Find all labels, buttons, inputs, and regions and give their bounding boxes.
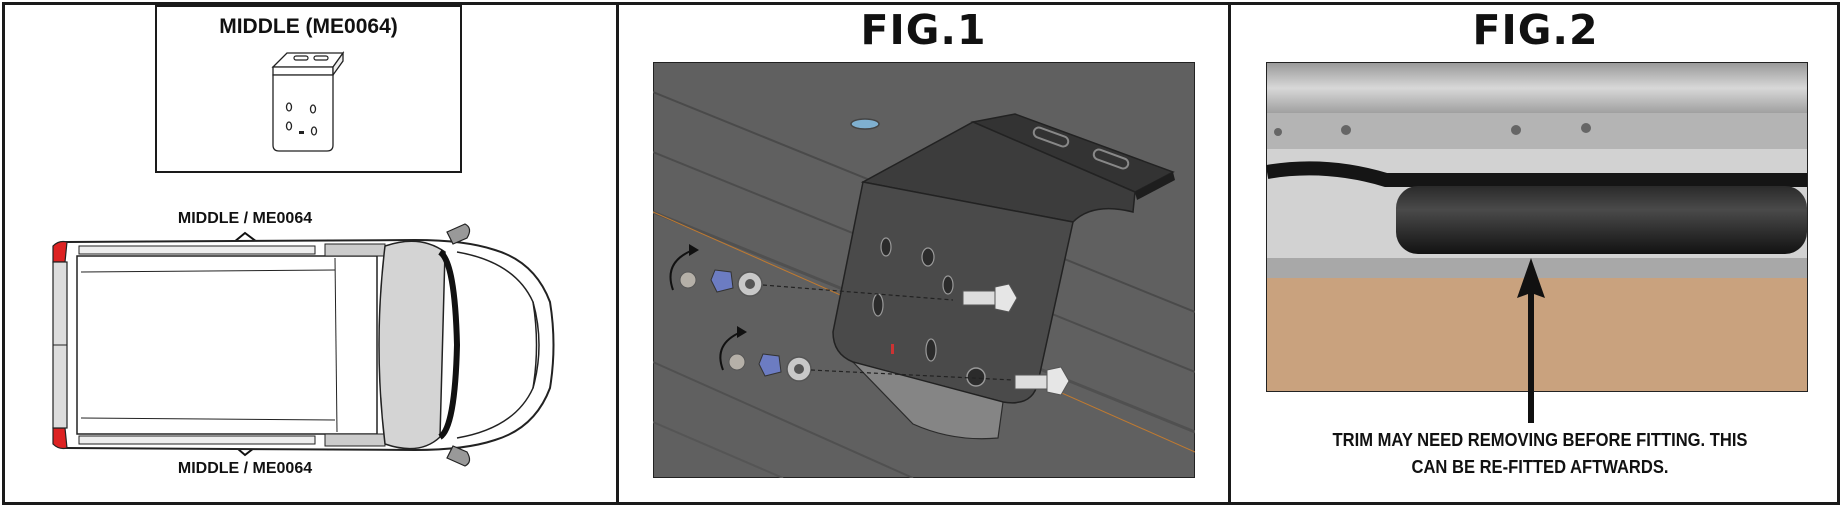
drawing-frame	[2, 2, 1840, 505]
fig1-title: FIG.1	[860, 6, 987, 54]
fig2-trim-photo	[1266, 62, 1808, 392]
part-label-title: MIDDLE (ME0064)	[219, 15, 398, 38]
callout-top-label: MIDDLE / ME0064	[177, 210, 313, 227]
panel-divider-1	[616, 2, 619, 505]
fig1-panel: FIG.1	[619, 0, 1228, 513]
part-label-box: MIDDLE (ME0064)	[155, 5, 462, 173]
bracket-thumbnail	[271, 50, 345, 152]
fig1-bracket-render	[653, 62, 1195, 478]
fig2-pointer-arrow	[1517, 258, 1545, 423]
callout-bottom-label: MIDDLE / ME0064	[177, 460, 313, 477]
fig2-note-line2: CAN BE RE-FITTED AFTWARDS.	[1411, 457, 1669, 477]
fig2-note-line1: TRIM MAY NEED REMOVING BEFORE FITTING. T…	[1332, 430, 1748, 450]
van-top-view	[52, 223, 555, 467]
fig2-title: FIG.2	[1472, 6, 1599, 54]
left-panel: MIDDLE (ME0064) MIDDLE / ME0064 MIDDLE /…	[0, 0, 616, 513]
fig2-note: TRIM MAY NEED REMOVING BEFORE FITTING. T…	[1310, 427, 1770, 481]
fig2-panel: FIG.2	[1231, 0, 1840, 513]
panel-divider-2	[1228, 2, 1231, 505]
